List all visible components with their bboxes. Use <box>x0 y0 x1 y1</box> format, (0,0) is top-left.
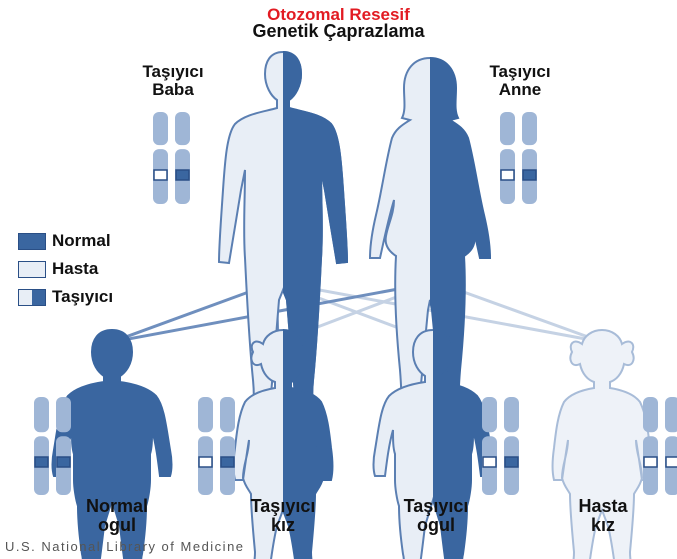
legend-normal-label: Normal <box>52 231 111 251</box>
legend-carrier: Taşıyıcı <box>18 287 113 307</box>
allele-band <box>57 457 70 467</box>
allele-band <box>644 457 657 467</box>
child1-label-line1: Normal <box>52 497 182 516</box>
father-label-line1: Taşıyıcı <box>108 63 238 81</box>
chromosome-upper-arm <box>153 112 168 145</box>
child1-chromosomes <box>34 397 71 495</box>
chromosome-upper-arm <box>482 397 497 432</box>
allele-band <box>483 457 496 467</box>
child2-label: Taşıyıcı kız <box>218 497 348 535</box>
child4-label: Hasta kız <box>538 497 668 535</box>
father-label: Taşıyıcı Baba <box>108 63 238 99</box>
mother-chromosomes <box>500 112 537 204</box>
child1-label: Normal ogul <box>52 497 182 535</box>
child3-label-line2: ogul <box>371 516 501 535</box>
chromosome-upper-arm <box>34 397 49 432</box>
normal-swatch-icon <box>18 233 46 250</box>
child3-chromosomes <box>482 397 519 495</box>
cross-lines <box>112 282 602 342</box>
child4-chromosomes <box>643 397 677 495</box>
allele-band <box>176 170 189 180</box>
child4-label-line2: kız <box>538 516 668 535</box>
diagram-subtitle: Genetik Çaprazlama <box>0 22 677 41</box>
mother-label: Taşıyıcı Anne <box>455 63 585 99</box>
allele-band <box>35 457 48 467</box>
child4-label-line1: Hasta <box>538 497 668 516</box>
chromosome-upper-arm <box>504 397 519 432</box>
carrier-swatch-icon <box>18 289 46 306</box>
chromosome-upper-arm <box>643 397 658 432</box>
legend-hasta: Hasta <box>18 259 98 279</box>
father-chromosomes <box>153 112 190 204</box>
child3-label-line1: Taşıyıcı <box>371 497 501 516</box>
allele-band <box>501 170 514 180</box>
child2-chromosomes <box>198 397 235 495</box>
allele-band <box>154 170 167 180</box>
allele-band <box>199 457 212 467</box>
allele-band <box>666 457 677 467</box>
father-label-line2: Baba <box>108 81 238 99</box>
allele-band <box>221 457 234 467</box>
child1-label-line2: ogul <box>52 516 182 535</box>
mother-label-line1: Taşıyıcı <box>455 63 585 81</box>
child2-label-line2: kız <box>218 516 348 535</box>
child3-label: Taşıyıcı ogul <box>371 497 501 535</box>
chromosome-upper-arm <box>56 397 71 432</box>
hasta-swatch-icon <box>18 261 46 278</box>
credit-text: U.S. National Library of Medicine <box>5 539 245 554</box>
chromosome-upper-arm <box>175 112 190 145</box>
child2-label-line1: Taşıyıcı <box>218 497 348 516</box>
chromosome-upper-arm <box>198 397 213 432</box>
allele-band <box>505 457 518 467</box>
mother-label-line2: Anne <box>455 81 585 99</box>
chromosome-upper-arm <box>665 397 677 432</box>
legend-carrier-label: Taşıyıcı <box>52 287 113 307</box>
chromosome-upper-arm <box>220 397 235 432</box>
legend-normal: Normal <box>18 231 111 251</box>
chromosome-upper-arm <box>500 112 515 145</box>
chromosome-upper-arm <box>522 112 537 145</box>
legend-hasta-label: Hasta <box>52 259 98 279</box>
allele-band <box>523 170 536 180</box>
